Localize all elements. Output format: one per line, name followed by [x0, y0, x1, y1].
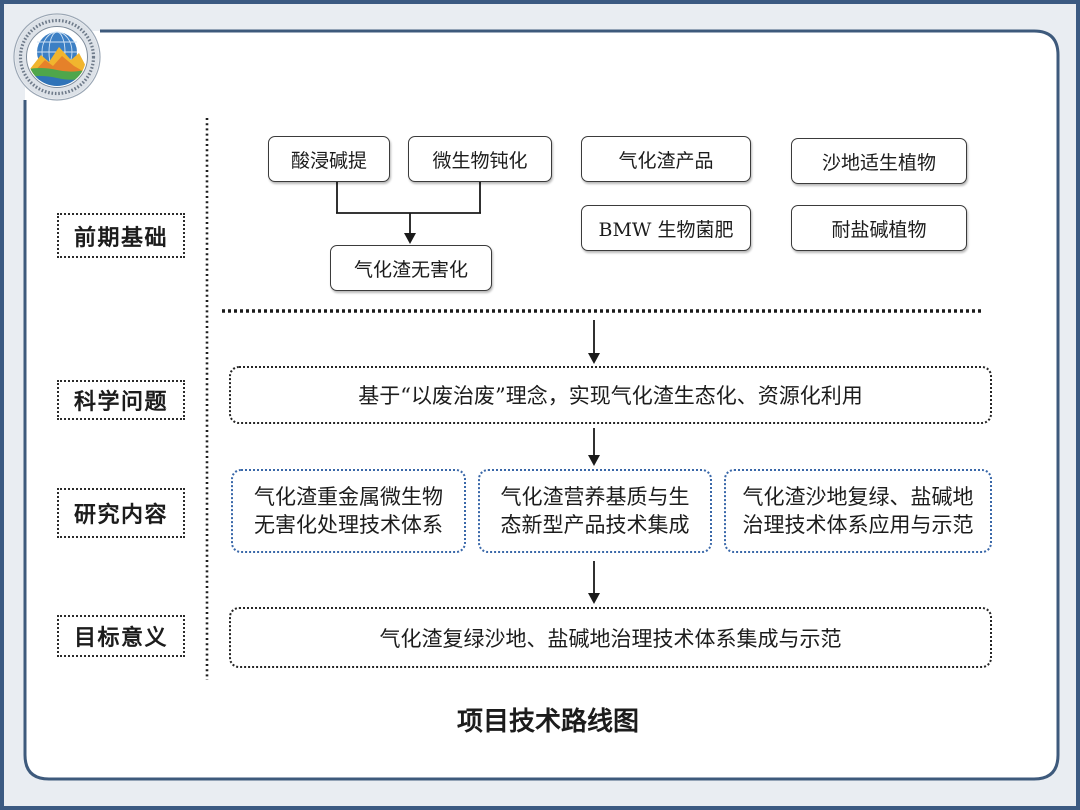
label-content: 研究内容 — [57, 488, 185, 538]
node-process-1: 酸浸碱提 — [268, 136, 390, 182]
diagram-caption: 项目技术路线图 — [456, 707, 639, 737]
question-box: 基于“以废治废”理念，实现气化渣生态化、资源化利用 — [229, 366, 992, 424]
research-box-1-line-2: 无害化处理技术体系 — [254, 513, 443, 537]
node-product-1: 气化渣产品 — [581, 136, 751, 182]
arrow-to-question-head — [588, 353, 600, 364]
logo-emblem-icon — [13, 13, 101, 101]
label-question: 科学问题 — [57, 380, 185, 420]
label-foundation: 前期基础 — [57, 213, 185, 258]
research-box-3: 气化渣沙地复绿、盐碱地 治理技术体系应用与示范 — [724, 469, 992, 553]
logo-artwork — [28, 28, 86, 86]
research-box-2-line-2: 态新型产品技术集成 — [500, 513, 690, 537]
research-box-2-line-1: 气化渣营养基质与生 — [500, 485, 690, 509]
arrow-merge-head — [404, 233, 416, 244]
research-box-2: 气化渣营养基质与生 态新型产品技术集成 — [478, 469, 712, 553]
panel-border — [23, 29, 1060, 781]
arrow-to-goal-head — [588, 593, 600, 604]
logo-ring-lettering — [18, 18, 96, 96]
label-goal: 目标意义 — [57, 615, 185, 657]
node-plant-2: 耐盐碱植物 — [791, 205, 967, 251]
goal-box: 气化渣复绿沙地、盐碱地治理技术体系集成与示范 — [229, 607, 992, 668]
research-box-1: 气化渣重金属微生物 无害化处理技术体系 — [231, 469, 466, 553]
arrow-to-research-head — [588, 455, 600, 466]
research-box-3-line-1: 气化渣沙地复绿、盐碱地 — [742, 485, 974, 509]
node-product-2: BMW 生物菌肥 — [581, 205, 751, 251]
logo-inner-ring — [26, 26, 88, 88]
node-result: 气化渣无害化 — [330, 245, 492, 291]
research-box-1-line-1: 气化渣重金属微生物 — [254, 485, 443, 509]
node-process-2: 微生物钝化 — [408, 136, 552, 182]
node-plant-1: 沙地适生植物 — [791, 138, 967, 184]
research-box-3-line-2: 治理技术体系应用与示范 — [742, 513, 974, 537]
